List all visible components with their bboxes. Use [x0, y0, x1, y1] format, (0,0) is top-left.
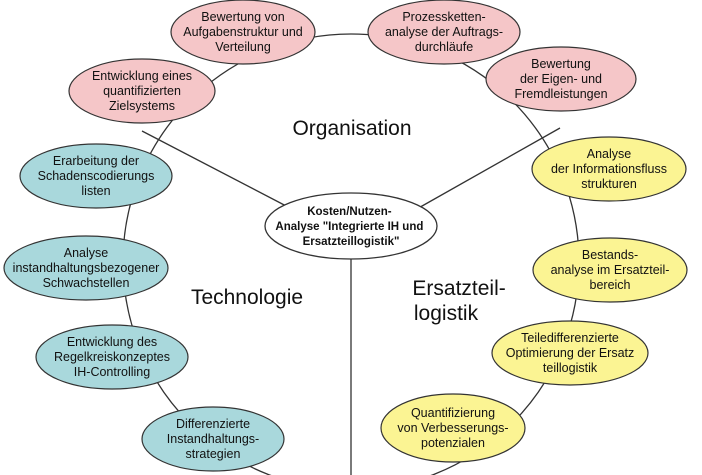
- node-label-line: Bewertung von: [201, 10, 284, 24]
- node-label-line: Instandhaltungs-: [167, 432, 259, 446]
- node-label-line: Differenzierte: [176, 417, 250, 431]
- center-node-label: Kosten/Nutzen- Analyse "Integrierte IH u…: [275, 206, 426, 248]
- node-label-line: der Informationsfluss: [551, 162, 667, 176]
- node-label-line: Verteilung: [215, 40, 271, 54]
- node-label-line: Quantifizierung: [411, 406, 495, 420]
- node-label-line: Bestands-: [582, 248, 638, 262]
- node-ellipse: [170, 0, 316, 65]
- center-line-1: Kosten/Nutzen-: [307, 206, 392, 218]
- region-label-technologie: Technologie: [191, 286, 303, 309]
- node-ellipse: [68, 58, 216, 124]
- node-ellipse: [532, 237, 688, 303]
- node-label-line: bereich: [590, 278, 631, 292]
- spoke-left: [141, 130, 291, 209]
- region-label-ersatzteillogistik-line-2: logistik: [414, 302, 479, 325]
- node-label-line: IH-Controlling: [74, 365, 150, 379]
- node-label: Bestands-analyse im Ersatzteil-bereich: [551, 248, 670, 292]
- node-label-line: durchläufe: [415, 40, 473, 54]
- node-ellipse: [531, 136, 687, 202]
- node-label-line: Schwachstellen: [43, 276, 130, 290]
- node-ellipse: [35, 324, 189, 390]
- node-prozessketten-analyse: Prozessketten-analyse der Auftrags-durch…: [367, 0, 521, 65]
- node-ellipse: [367, 0, 521, 65]
- node-label-line: analyse im Ersatzteil-: [551, 263, 670, 277]
- spoke-right: [414, 127, 561, 211]
- region-label-ersatzteillogistik: Ersatzteil- logistik: [412, 277, 511, 325]
- node-label-line: Entwicklung des: [67, 335, 157, 349]
- node-label-line: der Eigen- und: [520, 72, 602, 86]
- center-node: Kosten/Nutzen- Analyse "Integrierte IH u…: [264, 192, 438, 260]
- node-label-line: strukturen: [581, 177, 637, 191]
- node-label-line: Optimierung der Ersatz: [506, 346, 635, 360]
- node-bestandsanalyse: Bestands-analyse im Ersatzteil-bereich: [532, 237, 688, 303]
- node-ellipse: [491, 320, 649, 386]
- node-label-line: Fremdleistungen: [514, 87, 607, 101]
- node-label-line: teillogistik: [543, 361, 598, 375]
- region-label-ersatzteillogistik-line-1: Ersatzteil-: [412, 277, 505, 300]
- node-label-line: Aufgabenstruktur und: [183, 25, 303, 39]
- node-label-line: listen: [81, 184, 110, 198]
- node-ellipse: [141, 406, 285, 472]
- region-label-organisation: Organisation: [292, 117, 411, 140]
- node-label-line: potenzialen: [421, 436, 485, 450]
- center-line-3: Ersatzteillogistik": [303, 236, 400, 248]
- node-ellipse: [19, 143, 173, 209]
- node-label-line: Prozessketten-: [402, 10, 485, 24]
- node-ellipse: [3, 235, 169, 301]
- node-ellipse: [380, 393, 526, 463]
- node-label-line: Teiledifferenzierte: [521, 331, 619, 345]
- node-ellipse: [485, 46, 637, 112]
- node-label-line: Schadenscodierungs: [38, 169, 155, 183]
- node-label-line: Entwicklung eines: [92, 69, 192, 83]
- node-label: Prozessketten-analyse der Auftrags-durch…: [385, 10, 503, 54]
- node-label-line: Analyse: [64, 246, 109, 260]
- node-label-line: strategien: [186, 447, 241, 461]
- node-label-line: Erarbeitung der: [53, 154, 139, 168]
- node-label-line: instandhaltungsbezogener: [13, 261, 160, 275]
- center-line-2: Analyse "Integrierte IH und: [275, 221, 423, 233]
- node-label-line: Zielsystems: [109, 99, 175, 113]
- node-label-line: von Verbesserungs-: [397, 421, 508, 435]
- node-label-line: Regelkreiskonzeptes: [54, 350, 170, 364]
- node-label-line: Analyse: [587, 147, 632, 161]
- node-label-line: analyse der Auftrags-: [385, 25, 503, 39]
- node-label-line: Bewertung: [531, 57, 591, 71]
- node-label-line: quantifizierten: [103, 84, 181, 98]
